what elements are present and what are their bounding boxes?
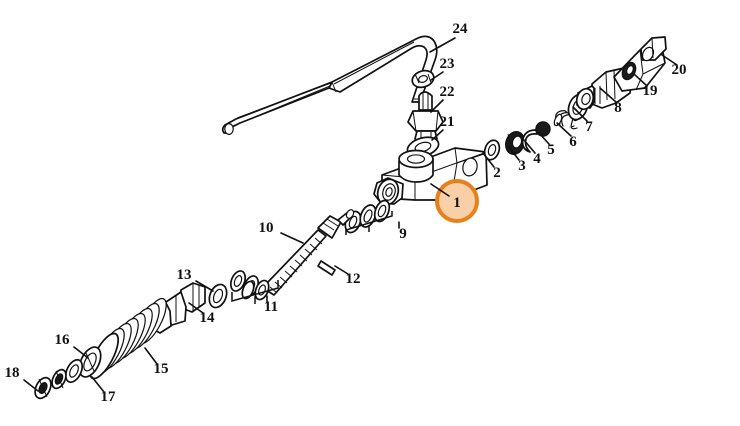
callout-19[interactable]: 19 — [633, 73, 658, 99]
part-10-thread-hatching — [269, 237, 323, 294]
callout-18[interactable]: 18 — [5, 365, 39, 392]
callout-5[interactable]: 5 — [538, 132, 555, 158]
callout-7[interactable]: 7 — [572, 106, 593, 135]
callout-14[interactable]: 14 — [188, 302, 216, 326]
leader-line-1 — [430, 183, 450, 197]
callout-4[interactable]: 4 — [523, 139, 541, 167]
leader-line-6 — [556, 122, 572, 137]
callout-number-1: 1 — [453, 195, 461, 211]
callout-number-21: 21 — [440, 114, 455, 130]
leader-line-22 — [430, 99, 444, 113]
leader-line-7 — [572, 106, 588, 122]
part-20-sleeve — [640, 36, 667, 62]
leader-line-10 — [280, 232, 304, 244]
highlight-ring — [435, 179, 479, 223]
leader-line-14 — [188, 302, 204, 314]
callout-number-12: 12 — [346, 271, 361, 287]
callout-6[interactable]: 6 — [556, 122, 577, 150]
callout-9[interactable]: 9 — [398, 221, 407, 242]
callout-10[interactable]: 10 — [259, 220, 304, 244]
leader-line-17 — [91, 376, 105, 393]
part-4-c-clip — [521, 129, 538, 153]
callout-2[interactable]: 2 — [482, 152, 501, 181]
part-9-seal-stack — [344, 199, 393, 235]
callout-23[interactable]: 23 — [430, 56, 455, 81]
callout-number-2: 2 — [493, 165, 501, 181]
callout-number-9: 9 — [399, 226, 407, 242]
leader-line-5 — [538, 132, 550, 145]
leader-line-16 — [73, 346, 89, 359]
leader-line-13 — [195, 280, 214, 292]
callout-number-14: 14 — [200, 310, 216, 326]
callout-number-22: 22 — [440, 84, 455, 100]
part-18-end-washer — [34, 376, 52, 400]
callout-22[interactable]: 22 — [430, 84, 455, 113]
callout-number-4: 4 — [533, 151, 541, 167]
leader-line-15 — [144, 347, 158, 365]
callout-number-11: 11 — [264, 299, 278, 315]
leader-line-24 — [429, 37, 456, 53]
callout-number-19: 19 — [643, 83, 658, 99]
part-5-ball — [535, 121, 551, 137]
callout-number-10: 10 — [259, 220, 274, 236]
part-10-piston-rod — [265, 209, 355, 296]
leader-line-2 — [482, 152, 495, 168]
callout-11[interactable]: 11 — [264, 295, 278, 315]
part-24-hose — [221, 35, 438, 135]
callout-number-23: 23 — [440, 56, 455, 72]
callout-number-17: 17 — [101, 389, 117, 405]
callout-20[interactable]: 20 — [661, 54, 687, 78]
callout-number-8: 8 — [614, 100, 622, 116]
leader-line-18 — [23, 379, 39, 392]
part-11-washer-stack — [229, 270, 279, 304]
callout-15[interactable]: 15 — [144, 347, 169, 377]
leader-line-3 — [507, 145, 520, 161]
callout-number-24: 24 — [453, 21, 469, 37]
callout-12[interactable]: 12 — [334, 265, 361, 287]
callout-8[interactable]: 8 — [599, 87, 622, 116]
callout-number-18: 18 — [5, 365, 20, 381]
callout-number-13: 13 — [177, 267, 192, 283]
callout-3[interactable]: 3 — [507, 145, 526, 174]
leader-line-23 — [430, 71, 444, 81]
callout-13[interactable]: 13 — [177, 267, 214, 292]
leader-line-21 — [431, 129, 444, 141]
leader-line-8 — [599, 87, 617, 103]
part-13-oring — [208, 283, 228, 309]
leader-line-4 — [523, 139, 536, 154]
part-17-washers — [51, 358, 84, 390]
callout-number-16: 16 — [55, 332, 71, 348]
callout-number-7: 7 — [585, 119, 593, 135]
leader-line-20 — [661, 54, 678, 66]
callout-1[interactable]: 1 — [430, 179, 479, 223]
leader-line-19 — [633, 73, 648, 87]
leader-line-12 — [334, 265, 349, 275]
callout-number-3: 3 — [518, 158, 526, 174]
callout-number-15: 15 — [154, 361, 169, 377]
callout-number-20: 20 — [672, 62, 687, 78]
callout-number-6: 6 — [569, 134, 577, 150]
callout-17[interactable]: 17 — [91, 376, 117, 405]
part-23-collar — [411, 69, 435, 89]
callout-21[interactable]: 21 — [431, 114, 455, 141]
callout-16[interactable]: 16 — [55, 332, 89, 359]
callout-24[interactable]: 24 — [429, 21, 469, 53]
callout-number-5: 5 — [547, 142, 555, 158]
part-12-pin — [317, 260, 336, 276]
